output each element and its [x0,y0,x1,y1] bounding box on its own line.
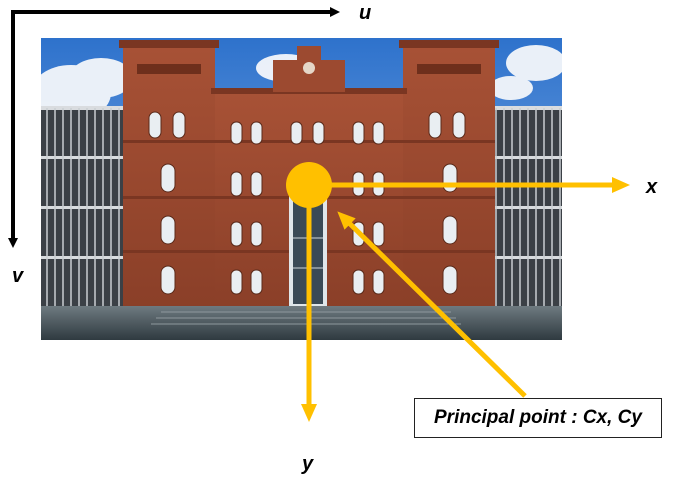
brick-building [119,40,499,310]
principal-point-pointer [337,211,527,398]
left-modern-building [41,106,123,340]
right-modern-building [491,106,562,340]
principal-point-label: Principal point : Cx, Cy [414,398,662,438]
building-photo [41,38,562,340]
x-axis-label: x [645,176,658,198]
windows [148,111,466,295]
u-axis-label: u [359,2,371,24]
y-axis-label: y [301,453,314,475]
steps [151,311,461,325]
v-axis-label: v [12,265,25,287]
principal-point-dot [286,162,332,208]
principal-point-text: Principal point : Cx, Cy [434,407,642,428]
